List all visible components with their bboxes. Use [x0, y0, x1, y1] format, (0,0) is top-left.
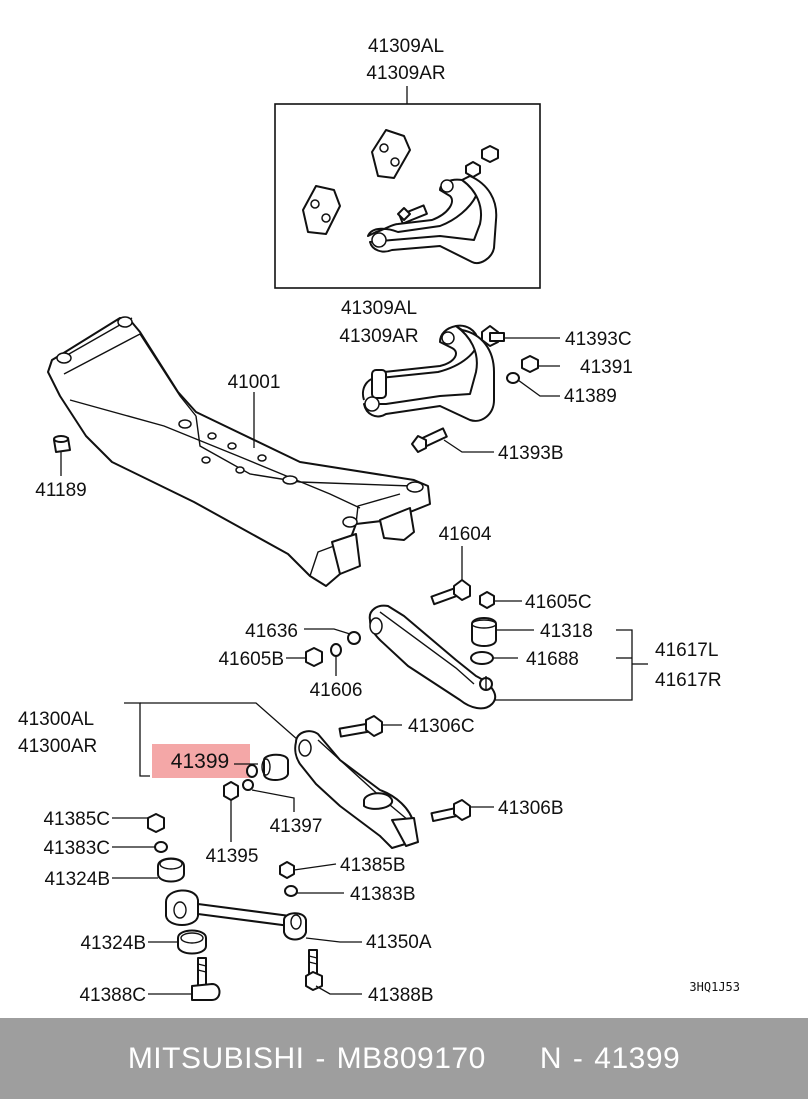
nut-41605b	[305, 647, 323, 667]
label-41395: 41395	[206, 846, 259, 867]
label-41393c: 41393C	[565, 329, 632, 350]
washer-41606	[330, 643, 342, 657]
label-41306b: 41306B	[498, 798, 564, 819]
ring-41688	[470, 651, 494, 665]
label-41383b: 41383B	[350, 884, 416, 905]
bolt-41388c	[191, 957, 221, 1001]
label-41324b-top: 41324B	[44, 869, 110, 890]
label-41617l: 41617L	[655, 640, 718, 661]
label-41617r: 41617R	[655, 670, 722, 691]
bushing-41324b-top	[157, 857, 185, 883]
shim-bracket-1	[371, 129, 411, 179]
label-41605c: 41605C	[525, 592, 592, 613]
crossmember	[47, 316, 431, 587]
upper-arm	[362, 324, 495, 422]
toe-arm-41617	[368, 604, 497, 710]
shim-bracket-2	[302, 185, 341, 235]
label-41389: 41389	[564, 386, 617, 407]
washer-41383b	[284, 885, 298, 897]
label-41385c: 41385C	[43, 809, 110, 830]
label-41388b: 41388B	[368, 985, 434, 1006]
washer-41383c	[154, 841, 168, 853]
label-41189: 41189	[35, 480, 86, 501]
washer-41389	[506, 372, 520, 384]
bushing-41324b-bottom	[177, 929, 207, 955]
label-41300al: 41300AL	[18, 709, 94, 730]
label-41350a: 41350A	[366, 932, 432, 953]
highlight-41399	[152, 744, 250, 778]
bushing-41399	[246, 753, 289, 781]
washer-41397	[242, 779, 254, 791]
nut-41605c	[479, 591, 495, 609]
label-41605b: 41605B	[218, 649, 284, 670]
nut-41385c	[147, 813, 165, 833]
label-41318: 41318	[540, 621, 593, 642]
parts-diagram: 41309AL 41309AR 41309AL 41309AR 41	[18, 36, 740, 1006]
label-41309ar: 41309AR	[339, 326, 418, 347]
bolt-41306b	[430, 799, 471, 823]
lower-arm-41300	[294, 730, 419, 849]
nut-41385b	[279, 861, 295, 879]
nut-41395	[223, 781, 239, 801]
bolt-41393b	[411, 427, 448, 453]
label-41393b: 41393B	[498, 443, 564, 464]
label-41604: 41604	[439, 524, 492, 545]
label-41309ar-box: 41309AR	[366, 63, 445, 84]
bolt-41393c	[481, 325, 505, 347]
footer-part-info: MITSUBISHI - MB809170 N - 41399	[127, 1041, 681, 1075]
label-41688: 41688	[526, 649, 579, 670]
label-41309al: 41309AL	[341, 298, 417, 319]
label-41300ar: 41300AR	[18, 736, 97, 757]
diagram-code: 3HQ1J53	[689, 980, 740, 994]
label-41383c: 41383C	[43, 838, 110, 859]
label-41606: 41606	[310, 680, 363, 701]
bolt-41306c	[338, 715, 383, 738]
label-41309al-box: 41309AL	[368, 36, 444, 57]
link-41350a	[165, 889, 307, 941]
upper-arm-in-box	[367, 175, 498, 264]
label-41397: 41397	[270, 816, 323, 837]
washer-41636	[347, 631, 361, 645]
label-41388c: 41388C	[79, 985, 146, 1006]
bump-stop-41189	[53, 435, 71, 453]
label-41391: 41391	[580, 357, 633, 378]
bolt-41604	[430, 579, 471, 606]
label-41001: 41001	[228, 372, 281, 393]
nut-41391	[521, 355, 539, 373]
upper-arm-callout-box	[274, 86, 541, 289]
label-41636: 41636	[245, 621, 298, 642]
label-41324b-bottom: 41324B	[80, 933, 146, 954]
bushing-41318	[471, 617, 497, 647]
bolt-in-box	[397, 204, 428, 225]
label-41306c: 41306C	[408, 716, 475, 737]
label-41399: 41399	[171, 750, 229, 773]
part-number-footer: MITSUBISHI - MB809170 N - 41399	[0, 1018, 808, 1099]
label-41385b: 41385B	[340, 855, 406, 876]
bolt-41388b	[305, 949, 323, 991]
nuts-in-box	[465, 145, 499, 178]
